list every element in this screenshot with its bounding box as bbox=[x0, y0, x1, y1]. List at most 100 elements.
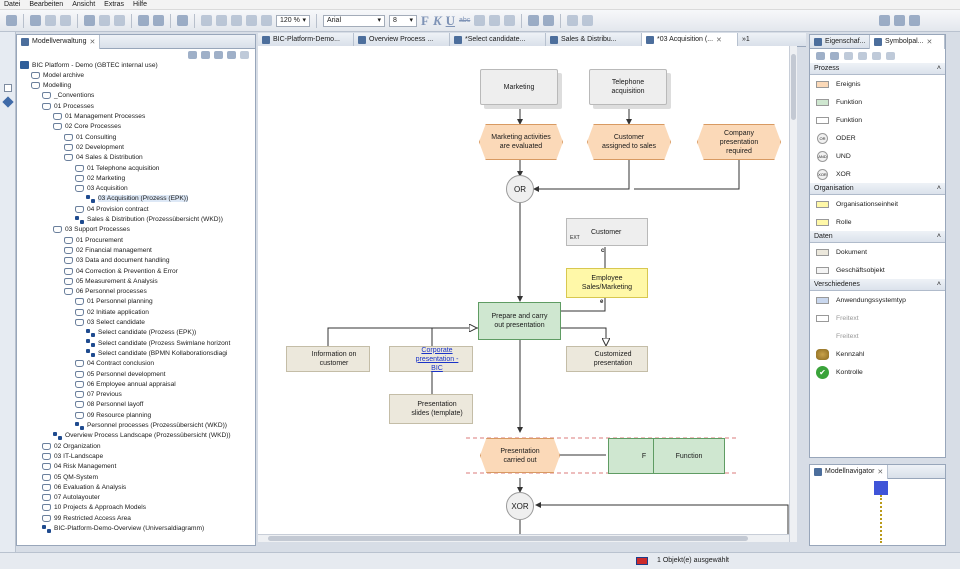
zoom-select[interactable]: 120 %▾ bbox=[276, 14, 310, 27]
text-tool-icon[interactable] bbox=[844, 52, 853, 60]
zoom-in-icon[interactable] bbox=[201, 15, 212, 26]
editor-tab[interactable]: *Select candidate... bbox=[450, 32, 546, 47]
or-connector[interactable]: OR bbox=[506, 175, 534, 203]
menu-datei[interactable]: Datei bbox=[4, 1, 21, 8]
tree-item[interactable]: Select candidate (Prozess Swimlane horiz… bbox=[86, 338, 230, 348]
tab-properties[interactable]: Eigenschaf... bbox=[810, 34, 870, 49]
scroll-thumb[interactable] bbox=[791, 54, 796, 120]
palette-section-header[interactable]: Verschiedenes˄ bbox=[810, 279, 945, 291]
doc-presentation-slides[interactable]: Presentation slides (template) bbox=[389, 394, 473, 424]
tree-item[interactable]: 99 Restricted Access Area bbox=[42, 513, 131, 523]
event-company-presentation[interactable]: Company presentation required bbox=[697, 124, 781, 160]
doc-corporate-presentation[interactable]: Corporate presentation - BIC bbox=[389, 346, 473, 372]
collapse-icon[interactable]: ˄ bbox=[936, 281, 941, 288]
palette-item[interactable]: Freitext bbox=[810, 327, 945, 345]
editor-tab[interactable]: *03 Acquisition (...✕ bbox=[642, 32, 738, 47]
palette-section-header[interactable]: Daten˄ bbox=[810, 231, 945, 243]
tree-item[interactable]: 01 Consulting bbox=[64, 132, 116, 142]
tree-item[interactable]: 02 Development bbox=[64, 142, 124, 152]
editor-tab[interactable]: BIC-Platform-Demo... bbox=[258, 32, 354, 47]
tree-item[interactable]: 02 Organization bbox=[42, 441, 101, 451]
tree-item[interactable]: 04 Contract conclusion bbox=[75, 359, 154, 369]
doc-customized-presentation[interactable]: Customized presentation bbox=[566, 346, 648, 372]
arrange-icon[interactable] bbox=[582, 15, 594, 26]
connect-tool-icon[interactable] bbox=[830, 52, 839, 60]
undo-icon[interactable] bbox=[138, 15, 149, 26]
select-tool-icon[interactable] bbox=[816, 52, 825, 60]
menu-bearbeiten[interactable]: Bearbeiten bbox=[29, 1, 64, 8]
close-icon[interactable]: ✕ bbox=[926, 38, 933, 46]
event-customer-assigned[interactable]: Customer assigned to sales bbox=[587, 124, 671, 160]
print-preview-icon[interactable] bbox=[60, 15, 71, 26]
tree-item[interactable]: BIC Platform - Demo (GBTEC internal use) bbox=[20, 60, 158, 70]
tree-item[interactable]: 05 QM-System bbox=[42, 472, 98, 482]
palette-item[interactable]: Dokument bbox=[810, 243, 945, 261]
doc-info-customer[interactable]: Information on customer bbox=[286, 346, 370, 372]
bold-button[interactable]: F bbox=[421, 12, 429, 28]
fill-color-icon[interactable] bbox=[489, 15, 501, 26]
tree-item[interactable]: 10 Projects & Approach Models bbox=[42, 503, 146, 513]
cut-icon[interactable] bbox=[84, 15, 95, 26]
print-icon[interactable] bbox=[45, 15, 56, 26]
align-icon[interactable] bbox=[528, 15, 540, 26]
tree-item[interactable]: 07 Autolayouter bbox=[42, 493, 100, 503]
palette-item[interactable]: Funktion bbox=[810, 111, 945, 129]
palette-item[interactable]: Geschäftsobjekt bbox=[810, 261, 945, 279]
xor-connector[interactable]: XOR bbox=[506, 492, 534, 520]
tree-item[interactable]: BIC-Platform-Demo-Overview (Universaldia… bbox=[42, 524, 204, 534]
editor-tab[interactable]: Overview Process ... bbox=[354, 32, 450, 47]
tree-item[interactable]: Overview Process Landscape (Prozessübers… bbox=[53, 431, 231, 441]
viewport-indicator[interactable] bbox=[874, 481, 888, 495]
tree-item[interactable]: 01 Telephone acquisition bbox=[75, 163, 159, 173]
tree-item[interactable]: Sales & Distribution (Prozessübersicht (… bbox=[75, 215, 223, 225]
layout-icon[interactable] bbox=[177, 15, 188, 26]
palette-section-header[interactable]: Organisation˄ bbox=[810, 183, 945, 195]
tab-model-navigator[interactable]: Modellnavigator ✕ bbox=[810, 464, 889, 479]
event-presentation-carried-out[interactable]: Presentation carried out bbox=[480, 438, 560, 473]
tree-item[interactable]: 02 Core Processes bbox=[53, 122, 121, 132]
tree-item[interactable]: Select candidate (Prozess (EPK)) bbox=[86, 328, 196, 338]
function-prepare-presentation[interactable]: Prepare and carry out presentation bbox=[478, 302, 561, 340]
tree-item[interactable]: 02 Initiate application bbox=[75, 307, 149, 317]
palette-item[interactable]: Organisationseinheit bbox=[810, 195, 945, 213]
search-icon[interactable] bbox=[6, 15, 17, 26]
line-color-icon[interactable] bbox=[504, 15, 516, 26]
palette-item[interactable]: ✔Kontrolle bbox=[810, 363, 945, 381]
tree-item[interactable]: 05 Measurement & Analysis bbox=[64, 276, 158, 286]
underline-button[interactable]: U bbox=[445, 12, 456, 28]
tab-modellverwaltung[interactable]: Modellverwaltung ✕ bbox=[17, 34, 101, 49]
zoom-fit-icon[interactable] bbox=[231, 15, 242, 26]
image-tool-icon[interactable] bbox=[858, 52, 867, 60]
role-employee-sales[interactable]: Employee Sales/Marketing bbox=[566, 268, 648, 298]
line-tool-icon[interactable] bbox=[872, 52, 881, 60]
tree-item[interactable]: 09 Resource planning bbox=[75, 410, 151, 420]
zoom-reset-icon[interactable] bbox=[261, 15, 272, 26]
line-style-icon[interactable] bbox=[567, 15, 579, 26]
tab-symbol-palette[interactable]: Symbolpal... ✕ bbox=[870, 34, 945, 49]
palette-item[interactable]: Ereignis bbox=[810, 75, 945, 93]
tree-item[interactable]: Select candidate (BPMN Kollaborationsdia… bbox=[86, 348, 227, 358]
text-color-icon[interactable] bbox=[474, 15, 486, 26]
palette-item[interactable]: Anwendungssystemtyp bbox=[810, 291, 945, 309]
collapse-icon[interactable]: ˄ bbox=[936, 65, 941, 72]
process-interface-marketing[interactable]: Marketing bbox=[480, 69, 558, 105]
editor-tab[interactable]: Sales & Distribu... bbox=[546, 32, 642, 47]
diagram-canvas[interactable]: Marketing Telephone acquisition Marketin… bbox=[258, 46, 797, 542]
tree-item[interactable]: 02 Financial management bbox=[64, 245, 152, 255]
tree-item[interactable]: _Conventions bbox=[42, 91, 94, 101]
window-icon[interactable] bbox=[894, 15, 905, 26]
zoom-page-icon[interactable] bbox=[246, 15, 257, 26]
home-icon[interactable] bbox=[909, 15, 920, 26]
tree-item[interactable]: 03 IT-Landscape bbox=[42, 451, 103, 461]
close-icon[interactable]: ✕ bbox=[877, 468, 884, 476]
save-icon[interactable] bbox=[30, 15, 41, 26]
palette-item[interactable]: Freitext bbox=[810, 309, 945, 327]
event-marketing-evaluated[interactable]: Marketing activities are evaluated bbox=[479, 124, 563, 160]
palette-item[interactable]: Kennzahl bbox=[810, 345, 945, 363]
tree-item[interactable]: 06 Evaluation & Analysis bbox=[42, 482, 126, 492]
tree-item[interactable]: 08 Personnel layoff bbox=[75, 400, 143, 410]
palette-section-header[interactable]: Prozess˄ bbox=[810, 63, 945, 75]
view-menu-icon[interactable] bbox=[240, 51, 249, 59]
tree-item[interactable]: 06 Personnel processes bbox=[64, 287, 147, 297]
